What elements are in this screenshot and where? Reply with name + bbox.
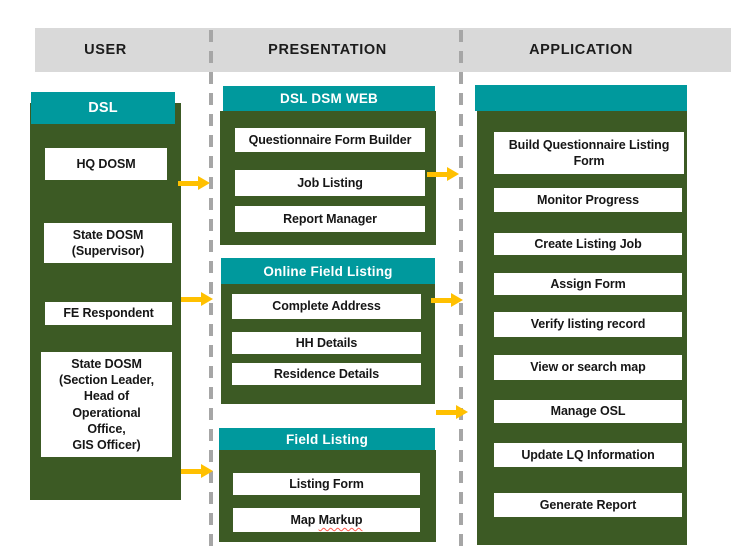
lane-label-application: APPLICATION (529, 42, 633, 58)
lane-divider-left (209, 30, 213, 551)
flow-arrow-icon-web-to-application (427, 167, 459, 181)
flow-arrow-icon-user-to-field-listing (181, 464, 213, 478)
arrow-shaft (181, 469, 202, 474)
flow-arrow-icon-to-manage-osl (436, 405, 468, 419)
node-monitor-progress: Monitor Progress (494, 188, 682, 212)
lane-label-presentation: PRESENTATION (268, 42, 387, 58)
node-hh-details: HH Details (232, 332, 421, 354)
node-map-markup: Map Markup (233, 508, 420, 532)
map-markup-prefix: Map (290, 512, 316, 527)
node-complete-address: Complete Address (232, 294, 421, 319)
lane-header-bar (35, 28, 731, 72)
group-header-field-listing: Field Listing (219, 428, 435, 450)
arrow-head (201, 464, 213, 478)
node-report-manager: Report Manager (235, 206, 425, 232)
node-state-dosm-supervisor: State DOSM (Supervisor) (44, 223, 172, 263)
lane-label-user: USER (84, 42, 127, 58)
node-build-questionnaire-listing-form: Build Questionnaire Listing Form (494, 132, 684, 174)
arrow-shaft (431, 298, 452, 303)
node-create-listing-job: Create Listing Job (494, 233, 682, 255)
map-markup-misspelled-word: Markup (318, 512, 363, 527)
flow-arrow-icon-user-to-web (178, 176, 210, 190)
node-verify-listing-record: Verify listing record (494, 312, 682, 337)
arrow-head (451, 293, 463, 307)
node-fe-respondent: FE Respondent (45, 302, 172, 325)
node-hq-dosm: HQ DOSM (45, 148, 167, 180)
node-job-listing: Job Listing (235, 170, 425, 196)
arrow-head (456, 405, 468, 419)
group-header-dsl-dsm-web: DSL DSM WEB (223, 86, 435, 111)
group-header-dsl: DSL (31, 92, 175, 124)
flow-arrow-icon-online-listing-to-application (431, 293, 463, 307)
arrow-shaft (427, 172, 448, 177)
node-listing-form: Listing Form (233, 473, 420, 495)
node-view-or-search-map: View or search map (494, 355, 682, 380)
arrow-head (198, 176, 210, 190)
group-header-application-blank (475, 85, 687, 111)
arrow-head (447, 167, 459, 181)
node-residence-details: Residence Details (232, 363, 421, 385)
node-update-lq-information: Update LQ Information (494, 443, 682, 467)
node-generate-report: Generate Report (494, 493, 682, 517)
node-state-dosm-section-leader: State DOSM (Section Leader, Head of Oper… (41, 352, 172, 457)
arrow-shaft (436, 410, 457, 415)
group-header-online-field-listing: Online Field Listing (221, 258, 435, 284)
arrow-shaft (181, 297, 202, 302)
node-manage-osl: Manage OSL (494, 400, 682, 423)
lane-divider-right (459, 30, 463, 551)
arrow-shaft (178, 181, 199, 186)
node-assign-form: Assign Form (494, 273, 682, 295)
node-questionnaire-form-builder: Questionnaire Form Builder (235, 128, 425, 152)
flow-arrow-icon-user-to-online-listing (181, 292, 213, 306)
arrow-head (201, 292, 213, 306)
